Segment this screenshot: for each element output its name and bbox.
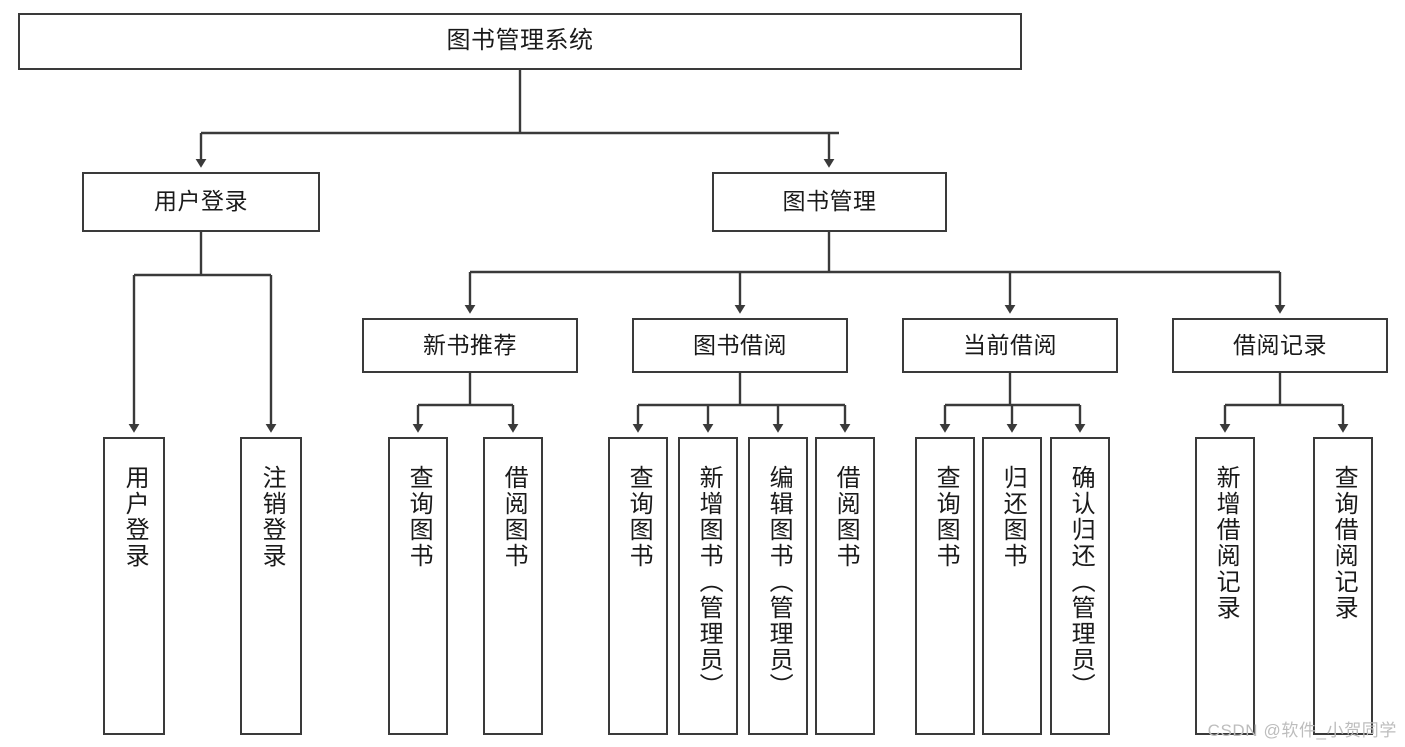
leaf-label: 注销登录 <box>258 465 286 569</box>
leaf-label: 新增借阅记录 <box>1212 465 1240 621</box>
node-label: 当前借阅 <box>963 331 1057 358</box>
leaf-borrow-book-recommend[interactable]: 借阅图书 <box>483 437 543 735</box>
leaf-label: 新增图书（管理员） <box>695 465 723 699</box>
leaf-label: 借阅图书 <box>500 465 528 569</box>
leaf-return-book[interactable]: 归还图书 <box>982 437 1042 735</box>
node-root-system[interactable]: 图书管理系统 <box>18 13 1022 70</box>
leaf-borrow-book[interactable]: 借阅图书 <box>815 437 875 735</box>
leaf-query-book-current[interactable]: 查询图书 <box>915 437 975 735</box>
node-new-book-recommend[interactable]: 新书推荐 <box>362 318 578 373</box>
leaf-logout[interactable]: 注销登录 <box>240 437 302 735</box>
leaf-label: 确认归还（管理员） <box>1067 465 1095 699</box>
leaf-label: 归还图书 <box>999 465 1027 569</box>
node-user-login[interactable]: 用户登录 <box>82 172 320 232</box>
leaf-label: 用户登录 <box>121 465 149 569</box>
leaf-query-book-recommend[interactable]: 查询图书 <box>388 437 448 735</box>
leaf-label: 借阅图书 <box>832 465 860 569</box>
node-current-borrow[interactable]: 当前借阅 <box>902 318 1118 373</box>
node-label: 新书推荐 <box>423 331 517 358</box>
watermark: CSDN @软件_小贺同学 <box>1207 721 1397 740</box>
leaf-label: 编辑图书（管理员） <box>765 465 793 699</box>
leaf-label: 查询图书 <box>932 465 960 569</box>
node-label: 借阅记录 <box>1233 331 1327 358</box>
leaf-label: 查询借阅记录 <box>1330 465 1358 621</box>
node-label: 用户登录 <box>154 188 248 215</box>
leaf-edit-book-admin[interactable]: 编辑图书（管理员） <box>748 437 808 735</box>
leaf-user-login[interactable]: 用户登录 <box>103 437 165 735</box>
leaf-query-borrow-record[interactable]: 查询借阅记录 <box>1313 437 1373 735</box>
leaf-label: 查询图书 <box>405 465 433 569</box>
node-book-borrow[interactable]: 图书借阅 <box>632 318 848 373</box>
node-label: 图书借阅 <box>693 331 787 358</box>
node-book-management[interactable]: 图书管理 <box>712 172 947 232</box>
node-label: 图书管理 <box>782 188 877 215</box>
leaf-add-book-admin[interactable]: 新增图书（管理员） <box>678 437 738 735</box>
leaf-add-borrow-record[interactable]: 新增借阅记录 <box>1195 437 1255 735</box>
node-borrow-record[interactable]: 借阅记录 <box>1172 318 1388 373</box>
leaf-label: 查询图书 <box>625 465 653 569</box>
node-label: 图书管理系统 <box>446 27 594 55</box>
leaf-confirm-return-admin[interactable]: 确认归还（管理员） <box>1050 437 1110 735</box>
leaf-query-book-borrow[interactable]: 查询图书 <box>608 437 668 735</box>
